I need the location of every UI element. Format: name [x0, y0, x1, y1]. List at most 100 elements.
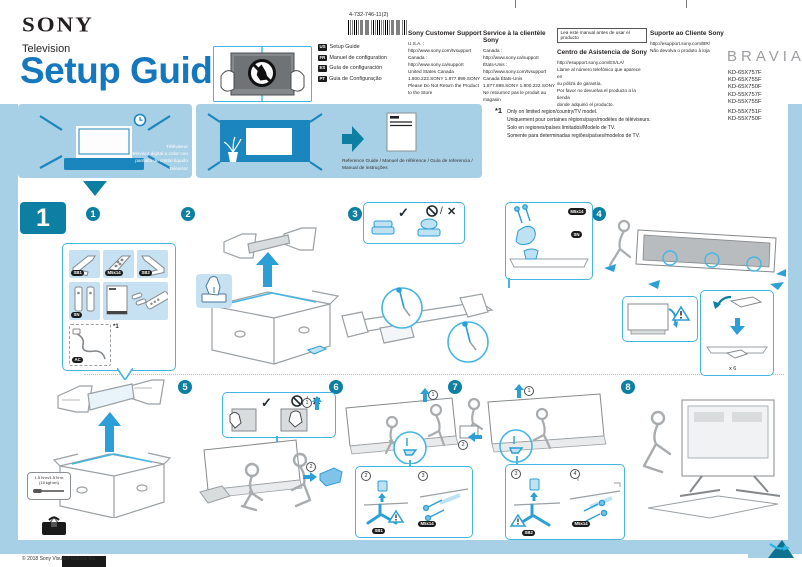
part-tile-ac-cord: AC	[69, 324, 111, 366]
support-line: su póliza de garantía.	[557, 80, 602, 86]
no-touch-illustration-box	[213, 46, 312, 102]
language-list: US Setup Guide FR Manuel de configuratio…	[318, 44, 413, 86]
substep-2: 2	[458, 440, 468, 450]
page-turn-corner	[748, 540, 794, 558]
support-note: donde adquirió el producto.	[557, 101, 614, 107]
down-arrow-icon	[83, 181, 107, 196]
barcode	[348, 20, 408, 35]
copyright: © 2018 Sony Visual Products Inc.	[22, 556, 97, 562]
part-badge: SB2	[522, 529, 536, 536]
support-phone: 1.800.222.SONY 1.877.899.SONY	[408, 75, 481, 81]
support-column-pt: Suporte ao Cliente Sony http://esupport.…	[650, 30, 730, 54]
press-latch-icon	[201, 276, 227, 303]
substep-3: 3	[418, 471, 428, 481]
language-row: ES Guía de configuración	[318, 65, 413, 72]
model-number: KD-65X755F	[728, 77, 762, 84]
part-badge: M5x14	[105, 269, 124, 276]
product-type: Television	[22, 43, 71, 55]
step-3-ok-ng-box: ✓ / ✕	[363, 202, 465, 244]
model-number: KD-65X750F	[728, 84, 762, 91]
model-number: KD-55X755F	[728, 98, 762, 105]
step-7-number: 7	[448, 380, 462, 394]
step-4-tilt-warning-box	[622, 296, 698, 342]
unboxing-tv-illustration	[202, 227, 340, 365]
stand-leg-icon	[141, 255, 165, 277]
footnote-line: Uniquement pour certaines régions/pays/m…	[507, 117, 651, 123]
language-code-badge: PT	[318, 75, 327, 83]
prohibited-icon	[426, 205, 438, 217]
part-badge: SB2	[139, 269, 153, 276]
part-tile-manual-remote	[103, 282, 170, 320]
section-number-box: 1	[20, 202, 66, 234]
read-manual-notice: Lea este manual antes de usar el product…	[557, 27, 647, 43]
part-badge: M5x14	[567, 208, 586, 215]
part-badge: SN	[571, 231, 582, 238]
part-tile-sb1: SB1	[69, 250, 100, 278]
support-line: Llame al número telefónico que aparece e…	[557, 66, 641, 79]
part-badge: M5x14	[572, 520, 591, 527]
remove-spacer-icon	[706, 295, 768, 359]
part-badge: SN	[71, 311, 82, 318]
frame-left	[0, 104, 18, 554]
step-4-spacer-box: x 6	[700, 290, 774, 376]
tv-caption: Téléviseur Televisor digital a color con…	[130, 145, 188, 172]
part-tile-sn: SN	[69, 282, 100, 320]
step-4-number: 4	[592, 207, 606, 221]
tv-tilt-warning-icon	[627, 303, 691, 335]
tv-room-illustration	[39, 113, 171, 170]
step-6-callout: 2 3 SB1 M5x14	[355, 466, 473, 538]
part-tile-screws: M5x14	[103, 250, 134, 278]
reference-guide-caption: Reference Guide / Manuel de référence / …	[342, 159, 473, 172]
support-url: http://www.sony.com/tvsupport	[408, 47, 472, 53]
grip-edge-icon	[229, 408, 257, 432]
attach-neck-illustration	[341, 287, 494, 363]
model-number: KD-55X757F	[728, 91, 762, 98]
language-code-badge: US	[318, 44, 328, 51]
language-label: Setup Guide	[329, 44, 360, 51]
attach-sb2-illustration	[459, 393, 607, 463]
no-touch-screen-icon	[220, 47, 305, 101]
callout-leader	[508, 278, 510, 288]
screwdriver-icon	[33, 488, 64, 493]
frame-bottom	[0, 540, 802, 554]
up-arrow-icon	[420, 388, 430, 402]
language-code-badge: ES	[318, 65, 327, 72]
language-row: FR Manuel de configuration	[318, 54, 413, 62]
callout-leader	[409, 460, 411, 468]
support-title-pt: Suporte ao Cliente Sony	[650, 30, 724, 37]
foam-piece-icon	[319, 467, 343, 487]
callout-tail	[117, 368, 133, 380]
footnote-line: Only on limited region/country/TV model.	[507, 109, 598, 115]
step-row-divider	[84, 374, 784, 375]
part-badge: SB1	[71, 269, 85, 276]
stand-neck-icon	[74, 286, 95, 312]
model-number: KD-65X757F	[728, 70, 762, 76]
neck-screws-icon	[509, 204, 589, 268]
support-line: États-Unis :	[483, 61, 508, 67]
torque-note: 1.5 N·m/1.5 N·m {15 kgf·cm}	[27, 472, 71, 500]
support-line: Canada États-Unis	[483, 75, 523, 81]
support-note: Não devolva o produto à loja	[650, 47, 710, 53]
support-title-fr: Service à la clientèle Sony	[483, 30, 546, 44]
touch-screen-icon	[280, 408, 308, 432]
ac-cord-icon	[72, 328, 106, 360]
callout-leader	[516, 456, 518, 466]
step-2-number: 2	[181, 207, 195, 221]
step-7-callout: 3 4 SB2 M5x14	[505, 464, 625, 540]
part-badge: AC	[72, 356, 84, 363]
reference-guide-icon	[386, 112, 417, 152]
frame-right	[788, 104, 802, 554]
substep-2: 2	[306, 462, 316, 472]
substep-2: 2	[361, 471, 371, 481]
callout-leader	[276, 436, 278, 444]
model-list: KD-65X757F KD-65X755F KD-65X750F KD-55X7…	[728, 70, 762, 124]
sb1-screws-icon	[363, 480, 469, 525]
right-arrow-icon	[342, 126, 364, 152]
wall-tv-illustration	[207, 113, 323, 171]
support-column-fr: Service à la clientèle Sony Canada : htt…	[483, 30, 557, 103]
footnote-line: Solo en regiones/países limitados/Modelo…	[507, 125, 616, 131]
page-title: Setup Guide	[20, 50, 233, 91]
latch-hand-inset	[196, 274, 232, 308]
registration-mark	[62, 556, 106, 567]
footnote-line: Somente para determinadas regiões/países…	[507, 133, 640, 139]
